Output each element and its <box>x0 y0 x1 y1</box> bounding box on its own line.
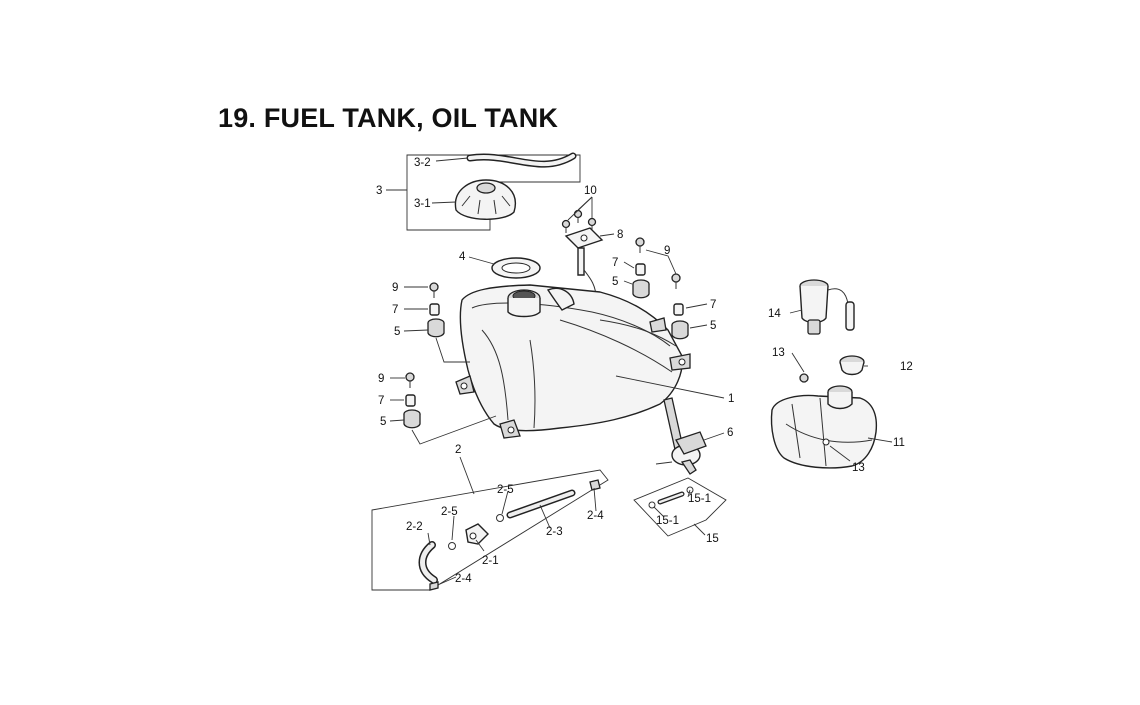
callout-8: 8 <box>617 229 623 241</box>
callout-15-1-left: 15-1 <box>656 515 679 527</box>
callout-3-2: 3-2 <box>414 157 431 169</box>
filler-gasket <box>491 257 541 279</box>
group-2-box <box>371 469 609 591</box>
group-15-box <box>633 477 727 537</box>
callout-2-4-left: 2-4 <box>455 573 472 585</box>
callout-15-1-right: 15-1 <box>688 493 711 505</box>
callout-7-left-top: 7 <box>392 304 398 316</box>
callout-1: 1 <box>728 393 734 405</box>
oil-cap <box>839 355 865 376</box>
hose-2-2 <box>418 541 438 584</box>
callout-2: 2 <box>455 444 461 456</box>
callout-6: 6 <box>727 427 733 439</box>
callout-2-5-left: 2-5 <box>441 506 458 518</box>
callout-12: 12 <box>900 361 913 373</box>
callout-11: 11 <box>893 437 905 449</box>
fuel-cap <box>454 179 516 220</box>
callout-5-left-top: 5 <box>394 326 400 338</box>
callout-3: 3 <box>376 185 382 197</box>
callout-13-bottom: 13 <box>852 462 865 474</box>
callout-5-right: 5 <box>710 320 716 332</box>
callout-7-right-top: 7 <box>612 257 618 269</box>
callout-9-left-bottom: 9 <box>378 373 384 385</box>
grommet-5-left-top <box>427 318 445 338</box>
bolt-9-right <box>635 237 681 289</box>
bolts-10 <box>561 209 597 233</box>
callout-3-1: 3-1 <box>414 198 431 210</box>
callout-13-top: 13 <box>772 347 785 359</box>
callout-15: 15 <box>706 533 719 545</box>
bolt-9-left-top <box>429 282 439 298</box>
clips-2-4-2-5 <box>429 479 601 591</box>
callout-2-1: 2-1 <box>482 555 499 567</box>
callout-labels: 3-2 3 3-1 10 8 4 9 7 5 7 5 9 7 5 9 7 5 1… <box>376 157 913 585</box>
collar-7-left-bottom <box>405 394 416 407</box>
fuel-hose-2-3 <box>506 489 576 519</box>
callout-9-left-top: 9 <box>392 282 398 294</box>
fuel-gauge-bracket <box>564 227 604 299</box>
fuel-tank <box>455 284 691 439</box>
fuel-cock <box>655 397 707 475</box>
diagram-title: 19. FUEL TANK, OIL TANK <box>218 103 559 133</box>
callout-7-left-bottom: 7 <box>378 395 384 407</box>
hose-15 <box>648 486 694 509</box>
oil-tank <box>770 373 878 469</box>
callout-7-right: 7 <box>710 299 716 311</box>
callout-5-right-top: 5 <box>612 276 618 288</box>
callout-2-5-right: 2-5 <box>497 484 514 496</box>
callout-2-4-right: 2-4 <box>587 510 604 522</box>
grommet-5-right <box>632 279 689 340</box>
callout-5-left-bottom: 5 <box>380 416 386 428</box>
collar-7-right <box>635 263 684 316</box>
bolt-9-left-bottom <box>405 372 415 388</box>
fuel-filter-2-1 <box>465 523 489 545</box>
breather-hose <box>466 152 577 168</box>
leader-lines <box>386 157 893 585</box>
oil-level-sensor <box>799 279 855 335</box>
callout-14: 14 <box>768 308 781 320</box>
callout-2-3: 2-3 <box>546 526 563 538</box>
callout-2-2: 2-2 <box>406 521 423 533</box>
callout-10: 10 <box>584 185 597 197</box>
callout-4: 4 <box>459 251 466 263</box>
grommet-5-left-bottom <box>403 409 421 429</box>
collar-7-left-top <box>429 303 440 316</box>
callout-9-right: 9 <box>664 245 670 257</box>
